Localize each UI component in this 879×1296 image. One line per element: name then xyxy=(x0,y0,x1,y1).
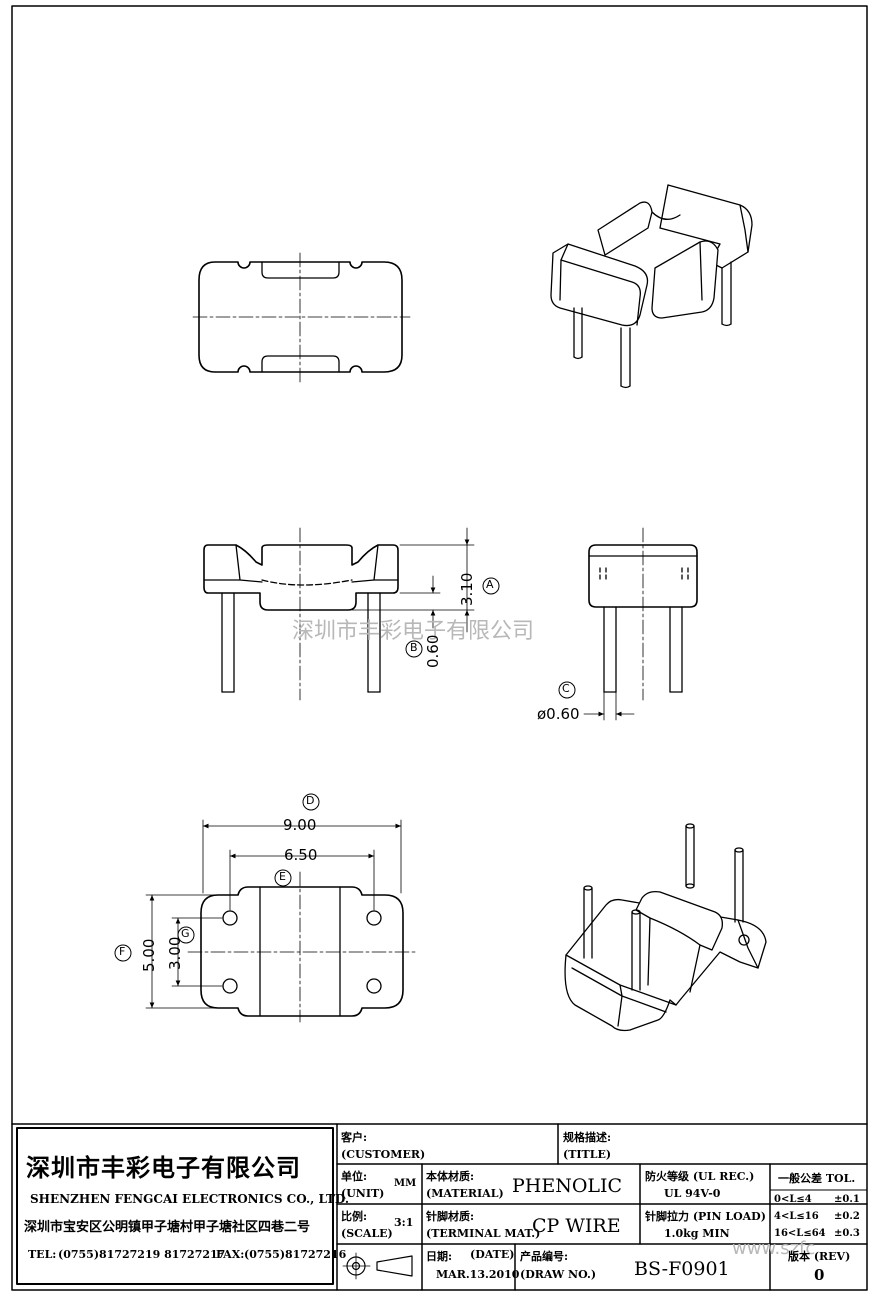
scale-value: 3:1 xyxy=(394,1216,414,1229)
title-block-lines xyxy=(11,1123,868,1291)
bottom-view xyxy=(145,819,417,1023)
pinload-label: 针脚拉力 (PIN LOAD) xyxy=(645,1210,766,1223)
tolerance-value-3: ±0.3 xyxy=(834,1228,860,1239)
callout-b: B xyxy=(410,641,418,654)
company-tel: (0755)81727219 81727217 xyxy=(58,1248,226,1261)
projection-symbol-icon xyxy=(342,1252,413,1280)
customer-label-cn: 客户: xyxy=(341,1131,368,1144)
dim-pin-dia: ø0.60 xyxy=(537,705,580,723)
callout-a: A xyxy=(486,578,494,591)
company-fax-label: FAX: xyxy=(216,1248,245,1261)
callout-d: D xyxy=(306,794,315,807)
dim-width-outer: 9.00 xyxy=(283,816,317,834)
iso-view-top xyxy=(550,184,753,389)
material-label-cn: 本体材质: xyxy=(426,1170,475,1183)
date-label-en: (DATE) xyxy=(470,1248,515,1261)
rev-label: 版本 (REV) xyxy=(788,1250,851,1263)
drawno-value: BS-F0901 xyxy=(634,1258,730,1280)
company-name-en: SHENZHEN FENGCAI ELECTRONICS CO., LTD. xyxy=(30,1192,350,1206)
tolerance-value-2: ±0.2 xyxy=(834,1211,860,1222)
unit-value: MM xyxy=(394,1178,417,1189)
callout-e: E xyxy=(279,870,286,883)
iso-view-bottom xyxy=(564,823,767,1032)
top-view xyxy=(192,252,411,383)
unit-label-en: (UNIT) xyxy=(341,1187,385,1200)
watermark: 深圳市丰彩电子有限公司 xyxy=(292,619,535,644)
callout-c: C xyxy=(562,682,570,695)
front-view xyxy=(203,527,475,701)
tolerance-range-2: 4<L≤16 xyxy=(774,1211,819,1222)
dim-height-total: 3.10 xyxy=(458,572,476,606)
company-fax: (0755)81727216 xyxy=(244,1248,347,1261)
material-value: PHENOLIC xyxy=(512,1175,623,1197)
date-value: MAR.13.2010 xyxy=(436,1268,520,1281)
dim-depth: 5.00 xyxy=(140,938,158,972)
tolerance-range-3: 16<L≤64 xyxy=(774,1228,826,1239)
customer-label-en: (CUSTOMER) xyxy=(341,1148,426,1161)
flame-value: UL 94V-0 xyxy=(664,1187,721,1200)
dim-pin-above: 0.60 xyxy=(424,634,442,668)
tolerance-label: 一般公差 TOL. xyxy=(778,1172,856,1185)
callout-g: G xyxy=(181,927,190,940)
drawno-label-cn: 产品编号: xyxy=(520,1250,569,1263)
terminal-label-cn: 针脚材质: xyxy=(426,1210,475,1223)
tolerance-value-1: ±0.1 xyxy=(834,1194,860,1205)
tolerance-range-1: 0<L≤4 xyxy=(774,1194,812,1205)
pinload-value: 1.0kg MIN xyxy=(664,1227,730,1240)
title-label-en: (TITLE) xyxy=(563,1148,612,1161)
drawing-frame xyxy=(11,5,868,1291)
title-label-cn: 规格描述: xyxy=(563,1131,612,1144)
date-label-cn: 日期: xyxy=(426,1250,453,1263)
company-tel-label: TEL: xyxy=(28,1248,57,1261)
drawno-label-en: (DRAW NO.) xyxy=(520,1268,597,1281)
watermark-url: www.szfc xyxy=(732,1238,816,1259)
rev-value: 0 xyxy=(814,1266,825,1284)
flame-label: 防火等级 (UL REC.) xyxy=(645,1170,755,1183)
dim-pin-pitch-y: 3.00 xyxy=(166,936,184,970)
side-view xyxy=(583,527,698,721)
scale-label-cn: 比例: xyxy=(341,1210,368,1223)
terminal-label-en: (TERMINAL MAT.) xyxy=(426,1227,541,1240)
company-address: 深圳市宝安区公明镇甲子塘村甲子塘社区四巷二号 xyxy=(24,1220,311,1235)
terminal-value: CP WIRE xyxy=(532,1215,621,1237)
scale-label-en: (SCALE) xyxy=(341,1227,393,1240)
unit-label-cn: 单位: xyxy=(341,1170,368,1183)
dim-pin-pitch-x: 6.50 xyxy=(284,846,318,864)
company-name-cn: 深圳市丰彩电子有限公司 xyxy=(26,1153,301,1182)
callout-f: F xyxy=(119,945,126,958)
material-label-en: (MATERIAL) xyxy=(426,1187,504,1200)
callout-circles xyxy=(114,577,576,962)
